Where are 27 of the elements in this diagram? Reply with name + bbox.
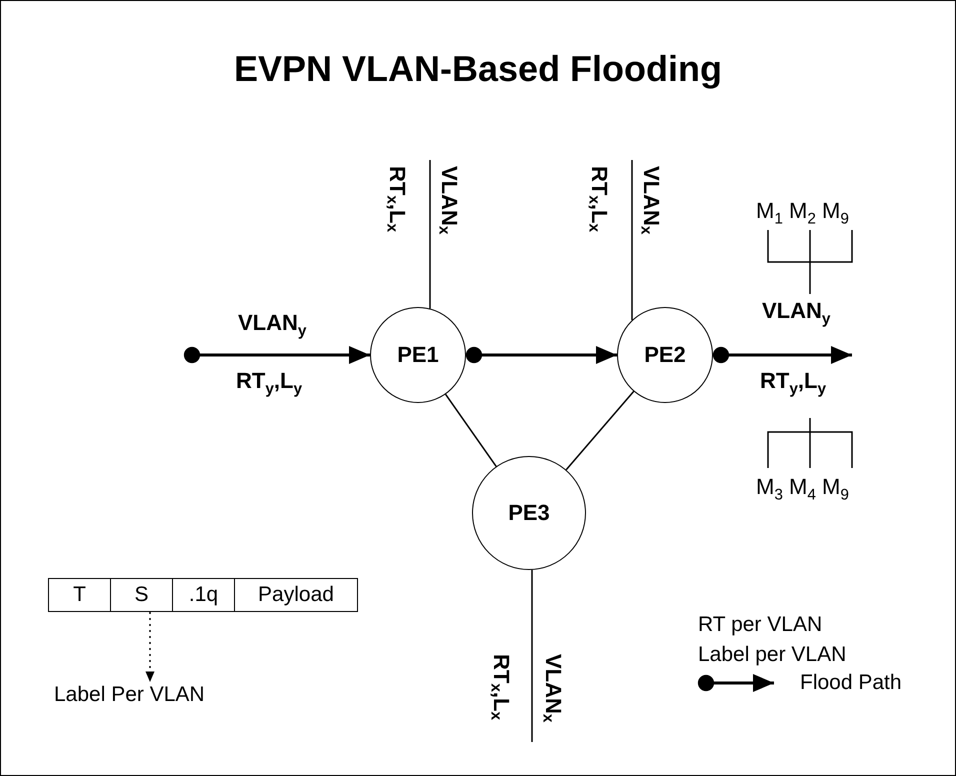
router-circle: PE2	[617, 307, 713, 403]
header-field: .1q	[172, 578, 235, 612]
flood-path-arrow	[712, 346, 852, 364]
diagram-title: EVPN VLAN-Based Flooding	[232, 48, 724, 90]
header-field: S	[110, 578, 173, 612]
flood-path-arrow	[466, 346, 617, 364]
link-line	[429, 160, 431, 308]
header-field: T	[48, 578, 111, 612]
field-label: Label Per VLAN	[54, 682, 205, 708]
arrow	[146, 612, 154, 682]
link-line	[444, 394, 497, 467]
note-text: RT per VLAN	[698, 614, 822, 635]
legend-text: Flood Path	[800, 671, 902, 695]
link-line	[566, 390, 634, 470]
flood-path-arrow	[184, 346, 370, 364]
line-label: RT$_{y}$,L$_{y}$	[760, 370, 826, 397]
line-label: VLAN$_{y}$	[238, 312, 306, 339]
line-label: VLAN$_{y}$	[762, 300, 830, 327]
math-label: M$_{3}$ M$_{4}$ M$_{9}$	[756, 476, 849, 503]
link-line	[531, 570, 533, 742]
router-circle: PE1	[370, 307, 466, 403]
link-line	[631, 160, 633, 320]
line-label: RT$_{y}$,L$_{y}$	[236, 370, 302, 397]
router-circle: PE3	[472, 456, 586, 570]
note-text: Label per VLAN	[698, 644, 846, 665]
header-field: Payload	[234, 578, 358, 612]
math-label: M$_{1}$ M$_{2}$ M$_{9}$	[756, 200, 849, 227]
